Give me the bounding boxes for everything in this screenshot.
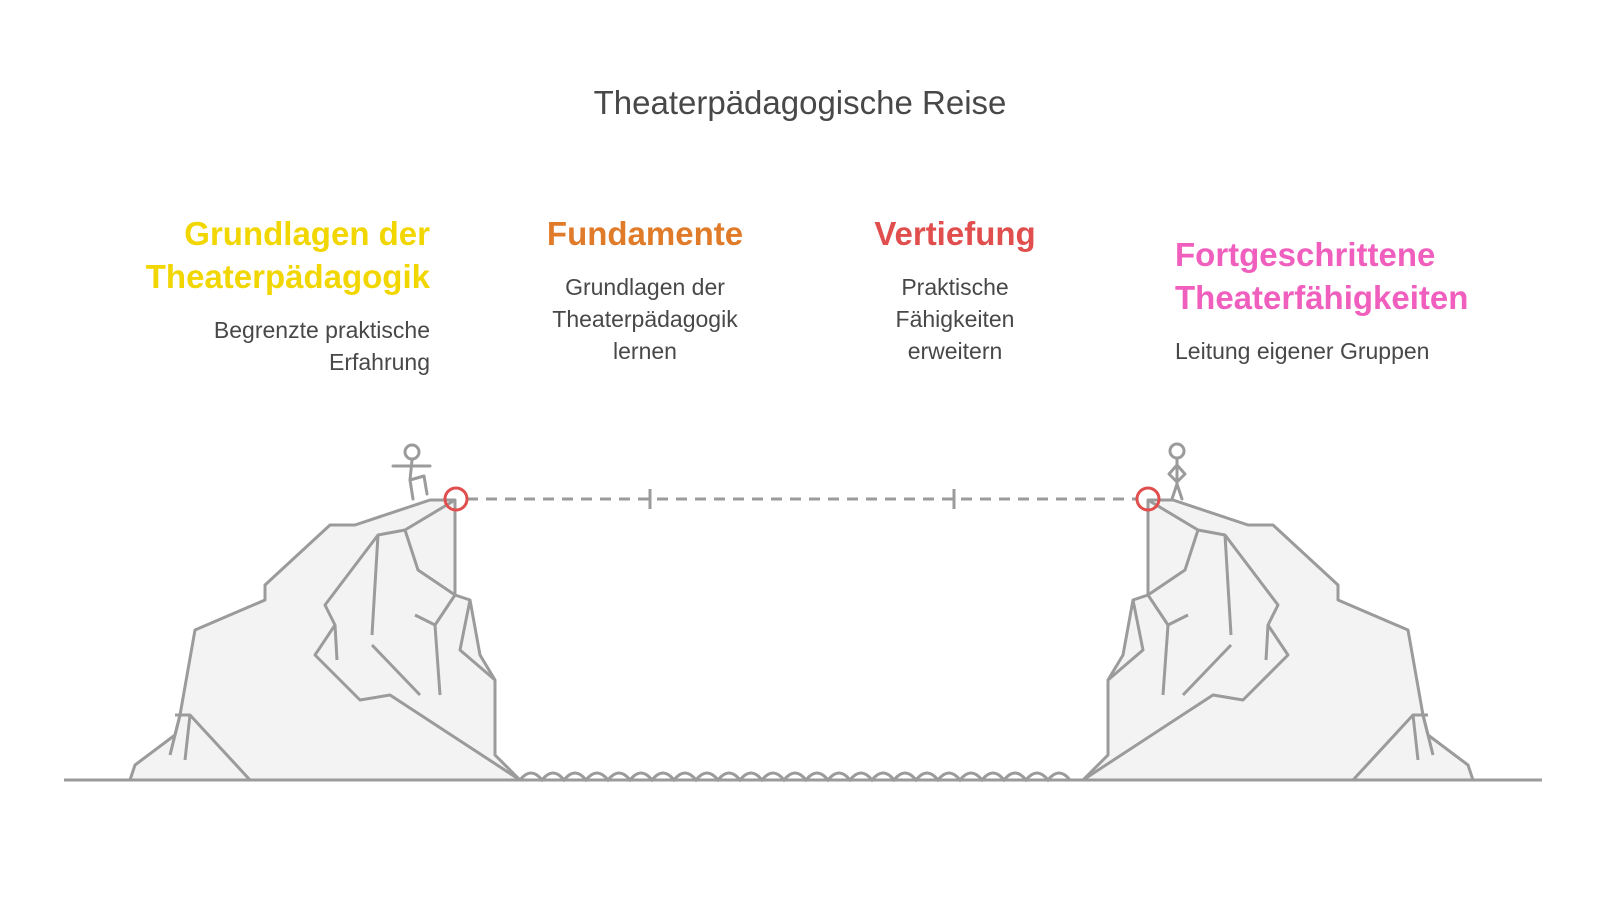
stage-1-title-line-2: Theaterpädagogik [145,258,430,295]
stage-1: Grundlagen der Theaterpädagogik Begrenzt… [100,212,430,378]
stage-4-title-line-2: Theaterfähigkeiten [1175,279,1469,316]
stage-1-desc-line-2: Erfahrung [328,349,430,375]
stage-1-title: Grundlagen der Theaterpädagogik [100,212,430,298]
stage-4-title-line-1: Fortgeschrittene [1175,236,1436,273]
stage-1-description: Begrenzte praktische Erfahrung [100,314,430,378]
stage-4-description: Leitung eigener Gruppen [1175,335,1575,367]
stage-3-desc-line-1: Praktische [901,274,1009,300]
stage-2: Fundamente Grundlagen der Theaterpädagog… [490,212,800,367]
stage-2-desc-line-2: Theaterpädagogik [552,306,738,332]
stage-2-desc-line-1: Grundlagen der [565,274,725,300]
stage-4: Fortgeschrittene Theaterfähigkeiten Leit… [1175,233,1575,367]
diagram-title: Theaterpädagogische Reise [593,84,1007,121]
stage-4-desc-line-1: Leitung eigener Gruppen [1175,338,1430,364]
right-cliff [1081,498,1475,782]
stage-2-desc-line-3: lernen [613,338,677,364]
stage-3-desc-line-3: erweitern [907,338,1003,364]
person-jumping-icon [391,443,432,501]
stage-3-description: Praktische Fähigkeiten erweitern [800,271,1110,367]
stage-2-title-line-1: Fundamente [546,215,744,252]
water-waves [518,771,1072,783]
stage-3: Vertiefung Praktische Fähigkeiten erweit… [800,212,1110,367]
stage-2-title: Fundamente [490,212,800,255]
stage-1-title-line-1: Grundlagen der [184,215,430,252]
person-standing-icon [1167,442,1187,501]
stage-4-title: Fortgeschrittene Theaterfähigkeiten [1175,233,1575,319]
start-marker [443,486,469,512]
stage-1-desc-line-1: Begrenzte praktische [213,317,430,343]
stage-3-title-line-1: Vertiefung [874,215,1036,252]
stage-2-description: Grundlagen der Theaterpädagogik lernen [490,271,800,367]
end-marker [1135,486,1161,512]
stage-3-title: Vertiefung [800,212,1110,255]
left-cliff [128,498,522,782]
stage-3-desc-line-2: Fähigkeiten [895,306,1015,332]
